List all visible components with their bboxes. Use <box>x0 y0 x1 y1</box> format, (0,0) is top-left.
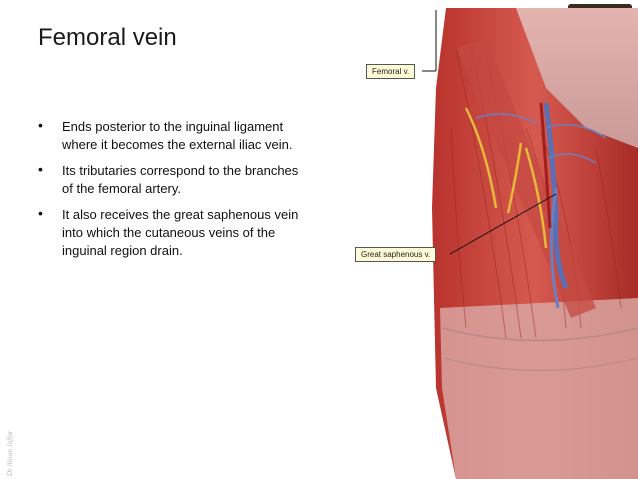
bullet-symbol: • <box>38 117 43 133</box>
bullet-item: • It also receives the great saphenous v… <box>38 205 310 260</box>
bullet-item: • Its tributaries correspond to the bran… <box>38 161 310 198</box>
great-saphenous-vein-label: Great saphenous v. <box>355 247 437 262</box>
thigh-anatomy-illustration <box>432 8 638 479</box>
femoral-vein-label: Femoral v. <box>366 64 416 79</box>
author-credit: Dr Ahsan Jaffar <box>6 430 14 476</box>
bullet-item: • Ends posterior to the inguinal ligamen… <box>38 117 310 154</box>
bullet-symbol: • <box>38 205 43 221</box>
bullet-list: • Ends posterior to the inguinal ligamen… <box>38 117 310 268</box>
bullet-text: Ends posterior to the inguinal ligament … <box>62 119 293 152</box>
bullet-text: It also receives the great saphenous vei… <box>62 207 299 258</box>
slide-title: Femoral vein <box>38 24 177 51</box>
bullet-symbol: • <box>38 161 43 177</box>
bullet-text: Its tributaries correspond to the branch… <box>62 163 299 196</box>
